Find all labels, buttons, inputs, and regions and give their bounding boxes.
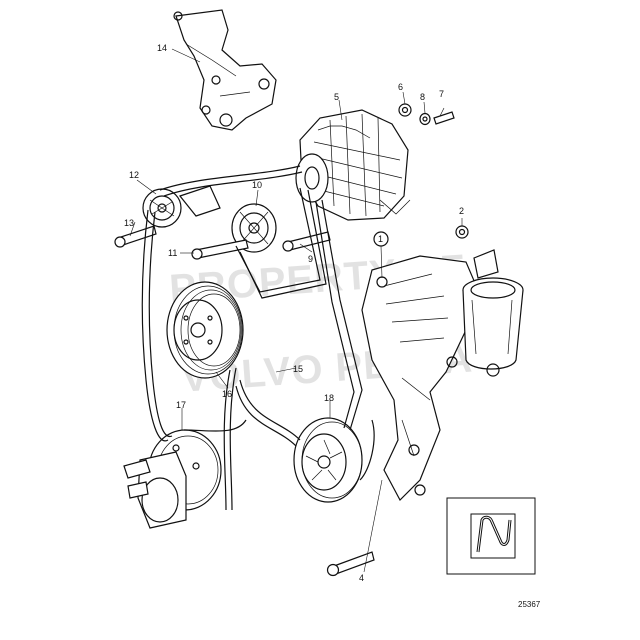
callout-1-ring xyxy=(373,231,389,247)
idler-pulley-12 xyxy=(142,188,182,228)
callout-17: 17 xyxy=(176,400,186,410)
belt-routing-inset xyxy=(446,497,536,575)
drawing-number: 25367 xyxy=(518,600,541,609)
callout-1: 1 xyxy=(378,234,383,244)
filter-housing xyxy=(462,249,524,377)
water-pump-pulley xyxy=(293,417,363,503)
callout-9: 9 xyxy=(308,254,313,264)
callout-5: 5 xyxy=(334,92,339,102)
callout-8: 8 xyxy=(420,92,425,102)
mounting-bracket xyxy=(361,255,479,501)
fitting-2 xyxy=(455,225,469,239)
callout-12: 12 xyxy=(129,170,139,180)
crankshaft-pulley xyxy=(166,281,244,379)
callout-10: 10 xyxy=(252,180,262,190)
bolt-4 xyxy=(326,551,375,577)
callout-2: 2 xyxy=(459,206,464,216)
leader-lines xyxy=(129,48,463,573)
tensioner-arm xyxy=(178,185,221,217)
callout-16: 16 xyxy=(222,389,232,399)
callouts: 1 2 3 4 5 6 7 8 9 10 11 12 13 14 15 16 1… xyxy=(124,43,464,583)
nut-and-washer xyxy=(398,103,455,126)
callout-7: 7 xyxy=(439,89,444,99)
alternator xyxy=(295,109,411,221)
callout-4: 4 xyxy=(359,573,364,583)
bolts-left xyxy=(114,225,331,260)
raw-water-pump xyxy=(123,429,222,529)
callout-6: 6 xyxy=(398,82,403,92)
callout-18: 18 xyxy=(324,393,334,403)
callout-15: 15 xyxy=(293,364,303,374)
callout-14: 14 xyxy=(157,43,167,53)
callout-13: 13 xyxy=(124,218,134,228)
upper-bracket xyxy=(173,9,277,131)
callout-11: 11 xyxy=(168,248,177,258)
